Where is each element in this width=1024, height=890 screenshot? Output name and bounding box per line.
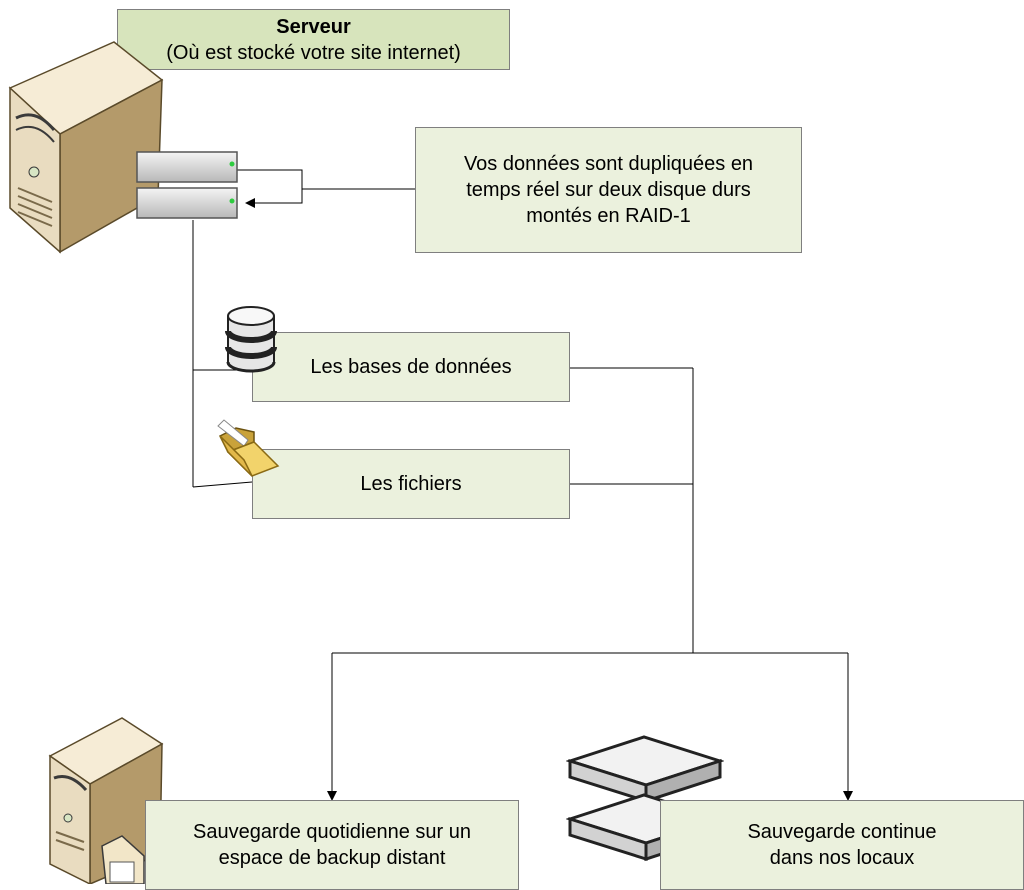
local-backup-box: Sauvegarde continue dans nos locaux	[660, 800, 1024, 890]
raid-note-line: montés en RAID-1	[526, 205, 691, 227]
remote-backup-box: Sauvegarde quotidienne sur un espace de …	[145, 800, 519, 890]
folder-icon	[217, 419, 280, 477]
databases-box: Les bases de données	[252, 332, 570, 402]
raid-note-line: temps réel sur deux disque durs	[466, 179, 751, 201]
server-title: Serveur	[276, 15, 351, 38]
raid-mirror-connector	[236, 169, 303, 208]
remote-backup-line: Sauvegarde quotidienne sur un	[193, 821, 471, 843]
database-icon	[225, 306, 277, 373]
raid-disks-icon	[136, 151, 238, 219]
local-backup-line: Sauvegarde continue	[747, 821, 937, 843]
raid-note-line: Vos données sont dupliquées en	[463, 153, 754, 175]
server-subtitle: (Où est stocké votre site internet)	[166, 41, 461, 64]
raid-note-box: Vos données sont dupliquées en temps rée…	[415, 127, 802, 253]
databases-label: Les bases de données	[310, 356, 512, 378]
files-box: Les fichiers	[252, 449, 570, 519]
server-title-box: Serveur (Où est stocké votre site intern…	[117, 9, 510, 70]
files-label: Les fichiers	[360, 473, 462, 495]
server-tower-icon	[8, 41, 164, 254]
remote-backup-line: espace de backup distant	[218, 847, 446, 869]
local-backup-line: dans nos locaux	[769, 847, 915, 869]
trunk-to-files-line	[192, 481, 253, 488]
backup-server-icon	[48, 717, 164, 884]
